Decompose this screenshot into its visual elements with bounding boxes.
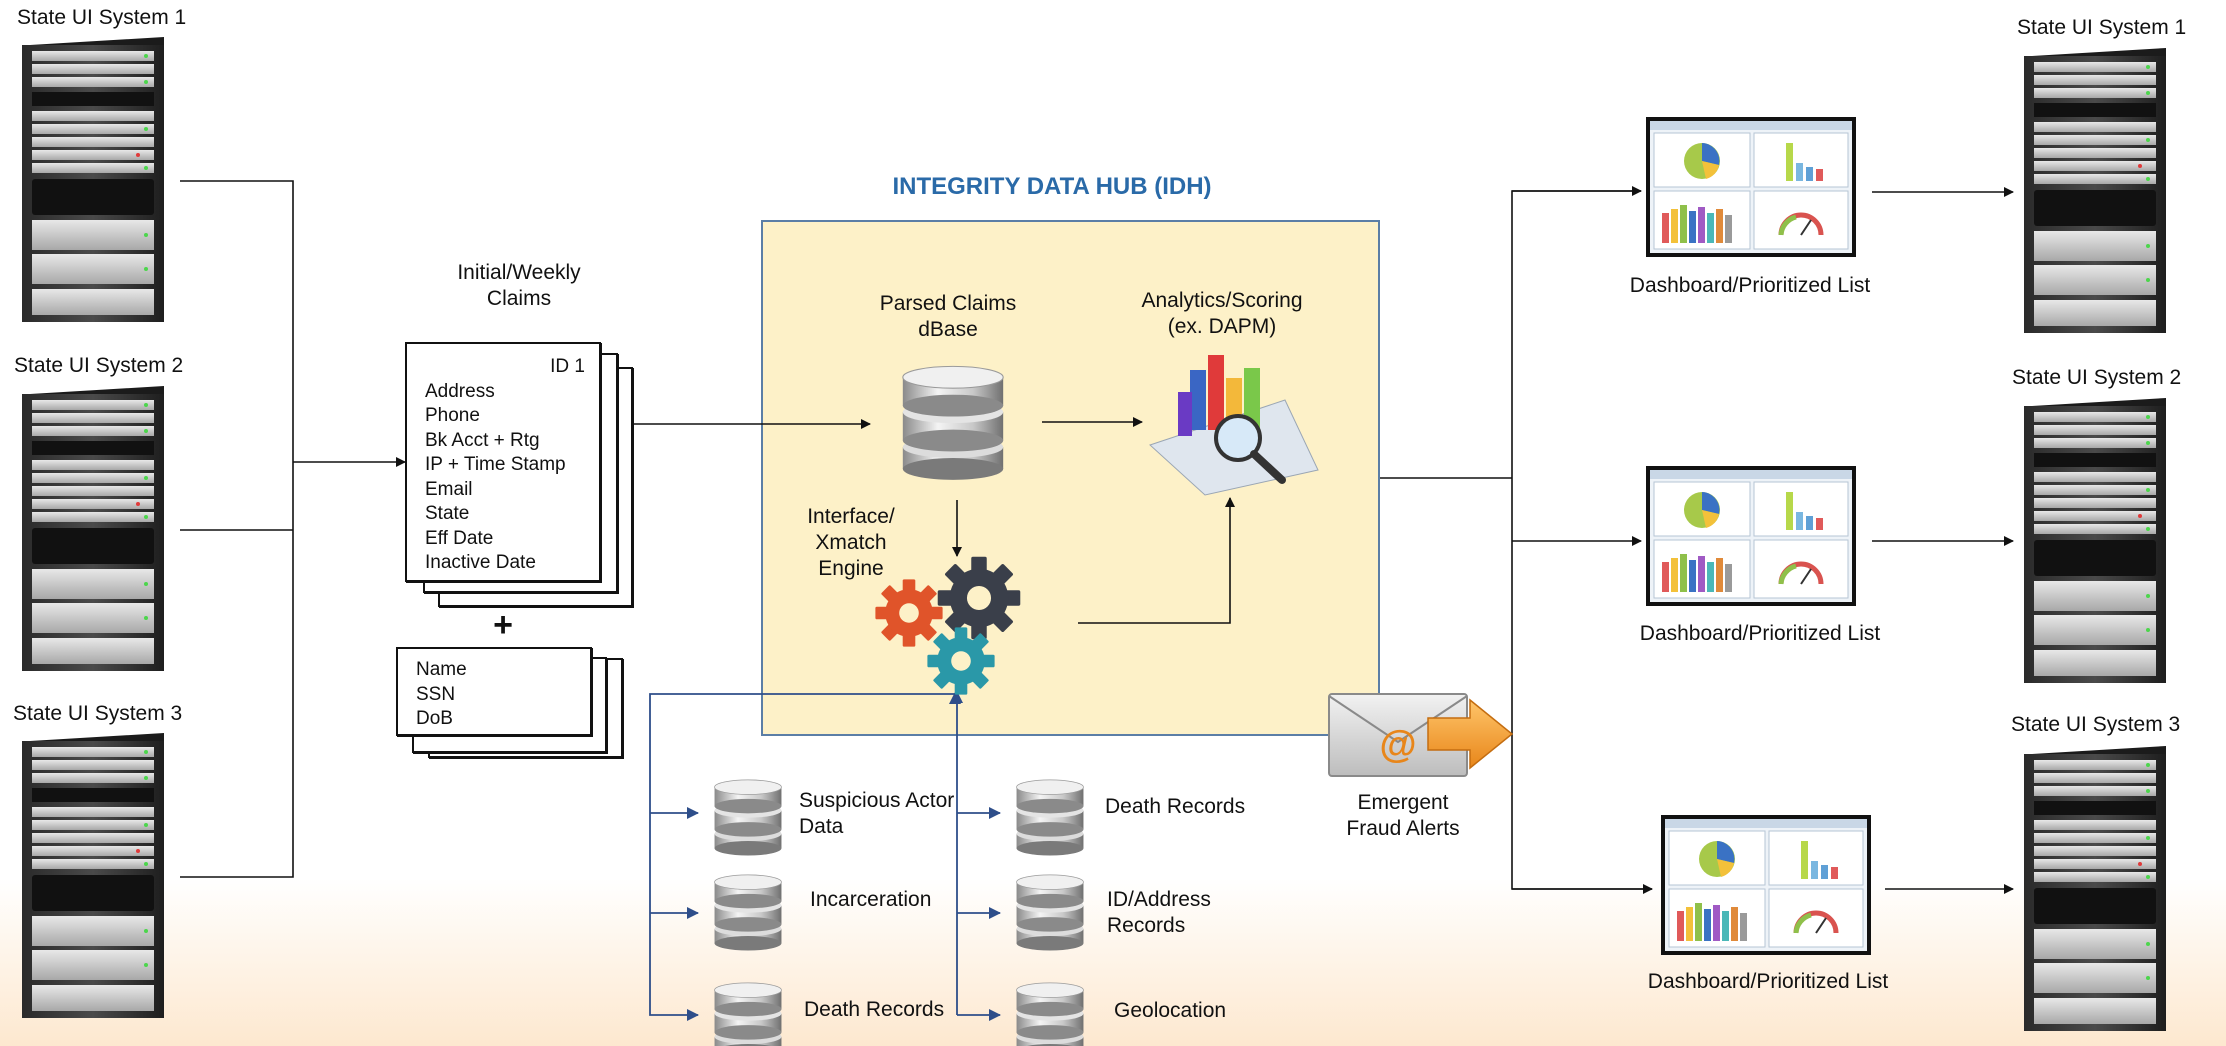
claims-header-line-1: Initial/Weekly xyxy=(457,261,581,284)
source-label-3: State UI System 3 xyxy=(13,702,183,725)
claims-field: Phone xyxy=(425,405,480,426)
parsed-claims-database-icon xyxy=(902,365,1004,481)
dashboard-label-1: Dashboard/Prioritized List xyxy=(1629,274,1871,297)
target-label-1: State UI System 1 xyxy=(2017,16,2187,39)
geolocation-db-icon xyxy=(1016,982,1084,1046)
analytics-label-line-2: (ex. DAPM) xyxy=(1167,315,1277,338)
gear-orange-icon xyxy=(875,579,943,647)
claims-field: Email xyxy=(425,478,473,500)
identity-field: DoB xyxy=(416,708,453,729)
plus-sign: + xyxy=(493,606,513,644)
engine-label: Interface/ Xmatch Engine xyxy=(807,504,895,582)
external-db-label-id-address: ID/Address Records xyxy=(1107,887,1211,939)
claims-document: ID 1 Address Phone Bk Acct + Rtg IP + Ti… xyxy=(405,342,601,582)
analytics-label: Analytics/Scoring (ex. DAPM) xyxy=(1141,288,1302,340)
engine-label-line-1: Interface/ xyxy=(807,505,895,528)
death-records-db-2-icon xyxy=(1016,779,1084,856)
hub-title: INTEGRITY DATA HUB (IDH) xyxy=(892,173,1212,200)
suspicious-actor-db-icon xyxy=(714,779,782,856)
svg-text:@: @ xyxy=(1379,724,1416,766)
external-data-connectors xyxy=(649,691,1001,1021)
external-db-label-incarceration: Incarceration xyxy=(810,888,932,911)
source-server-2-icon xyxy=(22,386,164,671)
target-server-3-icon xyxy=(2024,746,2166,1031)
gear-teal-icon xyxy=(927,627,995,695)
target-label-2: State UI System 2 xyxy=(2012,366,2182,389)
engine-label-line-3: Engine xyxy=(818,557,884,580)
fraud-alerts-label-line-2: Fraud Alerts xyxy=(1346,817,1460,840)
engine-label-line-2: Xmatch xyxy=(815,531,887,554)
source-server-3-icon xyxy=(22,733,164,1018)
source-connectors xyxy=(180,180,871,878)
target-label-3: State UI System 3 xyxy=(2011,713,2181,736)
email-alert-icon: @ xyxy=(1328,693,1514,777)
dashboard-label-3: Dashboard/Prioritized List xyxy=(1647,970,1889,993)
claims-field: IP + Time Stamp xyxy=(425,454,566,475)
hub-connectors xyxy=(952,417,1235,624)
source-label-1: State UI System 1 xyxy=(17,6,187,29)
fraud-alerts-label: Emergent Fraud Alerts xyxy=(1346,790,1459,842)
id-address-db-icon xyxy=(1016,874,1084,951)
fraud-alerts-label-line-1: Emergent xyxy=(1357,791,1449,814)
external-db-label-death-records: Death Records xyxy=(1105,795,1246,818)
identity-document: Name SSN DoB xyxy=(396,647,592,736)
claims-field: Eff Date xyxy=(425,527,494,549)
claims-header-line-2: Claims xyxy=(486,287,552,310)
dashboard-label-2: Dashboard/Prioritized List xyxy=(1639,622,1881,645)
external-db-label-suspicious-actor: Suspicious Actor Data xyxy=(799,788,954,840)
claims-field: State xyxy=(425,503,470,524)
dashboard-3-icon xyxy=(1661,815,1871,955)
claims-field: Inactive Date xyxy=(425,552,536,573)
parsed-claims-label-line-1: Parsed Claims xyxy=(879,292,1017,315)
claims-field: Bk Acct + Rtg xyxy=(425,429,540,451)
target-server-2-icon xyxy=(2024,398,2166,683)
claims-header: Initial/Weekly Claims xyxy=(457,260,580,312)
external-db-label-death-records-2: Death Records xyxy=(804,998,945,1021)
external-db-label-line: Suspicious Actor xyxy=(799,789,955,812)
source-server-1-icon xyxy=(22,37,164,322)
source-label-2: State UI System 2 xyxy=(14,354,184,377)
analytics-chart-icon xyxy=(1149,355,1319,496)
parsed-claims-label: Parsed Claims dBase xyxy=(880,291,1017,343)
identity-field: Name xyxy=(416,659,467,680)
dashboard-1-icon xyxy=(1646,117,1856,257)
external-db-label-geolocation: Geolocation xyxy=(1114,999,1227,1022)
incarceration-db-icon xyxy=(714,874,782,951)
external-db-label-line: Data xyxy=(799,815,844,838)
target-server-1-icon xyxy=(2024,48,2166,333)
external-db-label-line: ID/Address xyxy=(1107,888,1211,911)
gear-dark-icon xyxy=(937,556,1021,640)
external-db-label-line: Records xyxy=(1107,914,1186,937)
parsed-claims-label-line-2: dBase xyxy=(918,318,978,341)
death-records-db-icon xyxy=(714,982,782,1046)
dashboard-2-icon xyxy=(1646,466,1856,606)
output-connectors xyxy=(1380,186,2014,894)
identity-field: SSN xyxy=(416,683,456,705)
claims-field: Address xyxy=(425,380,495,402)
claims-id-label: ID 1 xyxy=(550,356,585,377)
analytics-label-line-1: Analytics/Scoring xyxy=(1141,289,1303,312)
